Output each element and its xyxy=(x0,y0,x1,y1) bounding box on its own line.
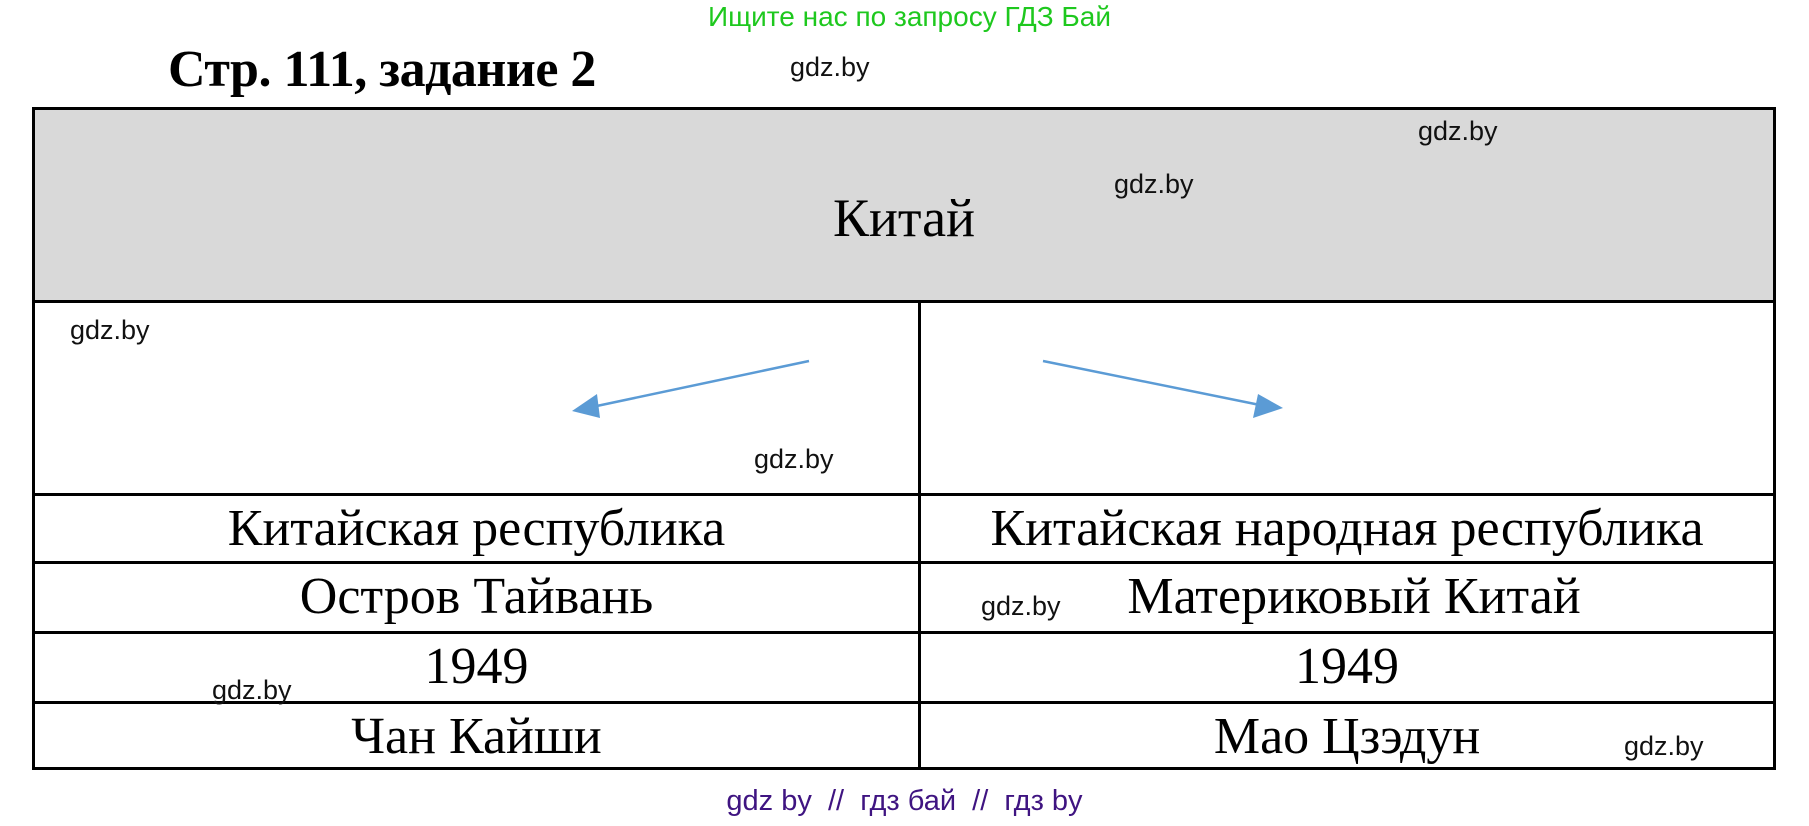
watermark: gdz.by xyxy=(1114,169,1194,199)
watermark: gdz.by xyxy=(70,315,150,345)
footer-watermark: gdz by // гдз бай // гдз by xyxy=(726,785,1083,817)
row-divider xyxy=(35,631,1773,634)
row-1-left: Китайская республика xyxy=(227,500,726,557)
row-1-right: Китайская народная республика xyxy=(990,500,1704,557)
answer-table: Китай Китайская республика Китайская нар… xyxy=(32,107,1776,770)
row-divider xyxy=(35,701,1773,704)
row-3-right: 1949 xyxy=(1295,638,1399,695)
watermark: gdz.by xyxy=(754,444,834,474)
row-4-left: Чан Кайши xyxy=(351,708,602,765)
row-divider xyxy=(35,561,1773,564)
arrow-left-icon xyxy=(572,359,810,418)
row-3-left: 1949 xyxy=(424,638,529,695)
arrow-right-icon xyxy=(1042,359,1283,418)
header-country: Китай xyxy=(832,188,976,248)
page-title: Стр. 111, задание 2 xyxy=(168,41,596,98)
watermark: gdz.by xyxy=(1624,731,1704,761)
column-divider xyxy=(918,303,921,767)
watermark: gdz.by xyxy=(1418,116,1498,146)
watermark: gdz.by xyxy=(212,675,292,705)
row-4-right: Мао Цзэдун xyxy=(1213,708,1481,765)
watermark: gdz.by xyxy=(790,52,870,82)
row-divider xyxy=(35,493,1773,496)
table-header: Китай xyxy=(35,110,1773,303)
row-2-right: Материковый Китай xyxy=(1127,568,1581,625)
search-banner: Ищите нас по запросу ГДЗ Бай xyxy=(707,1,1112,32)
row-2-left: Остров Тайвань xyxy=(299,568,654,625)
watermark: gdz.by xyxy=(981,591,1061,621)
